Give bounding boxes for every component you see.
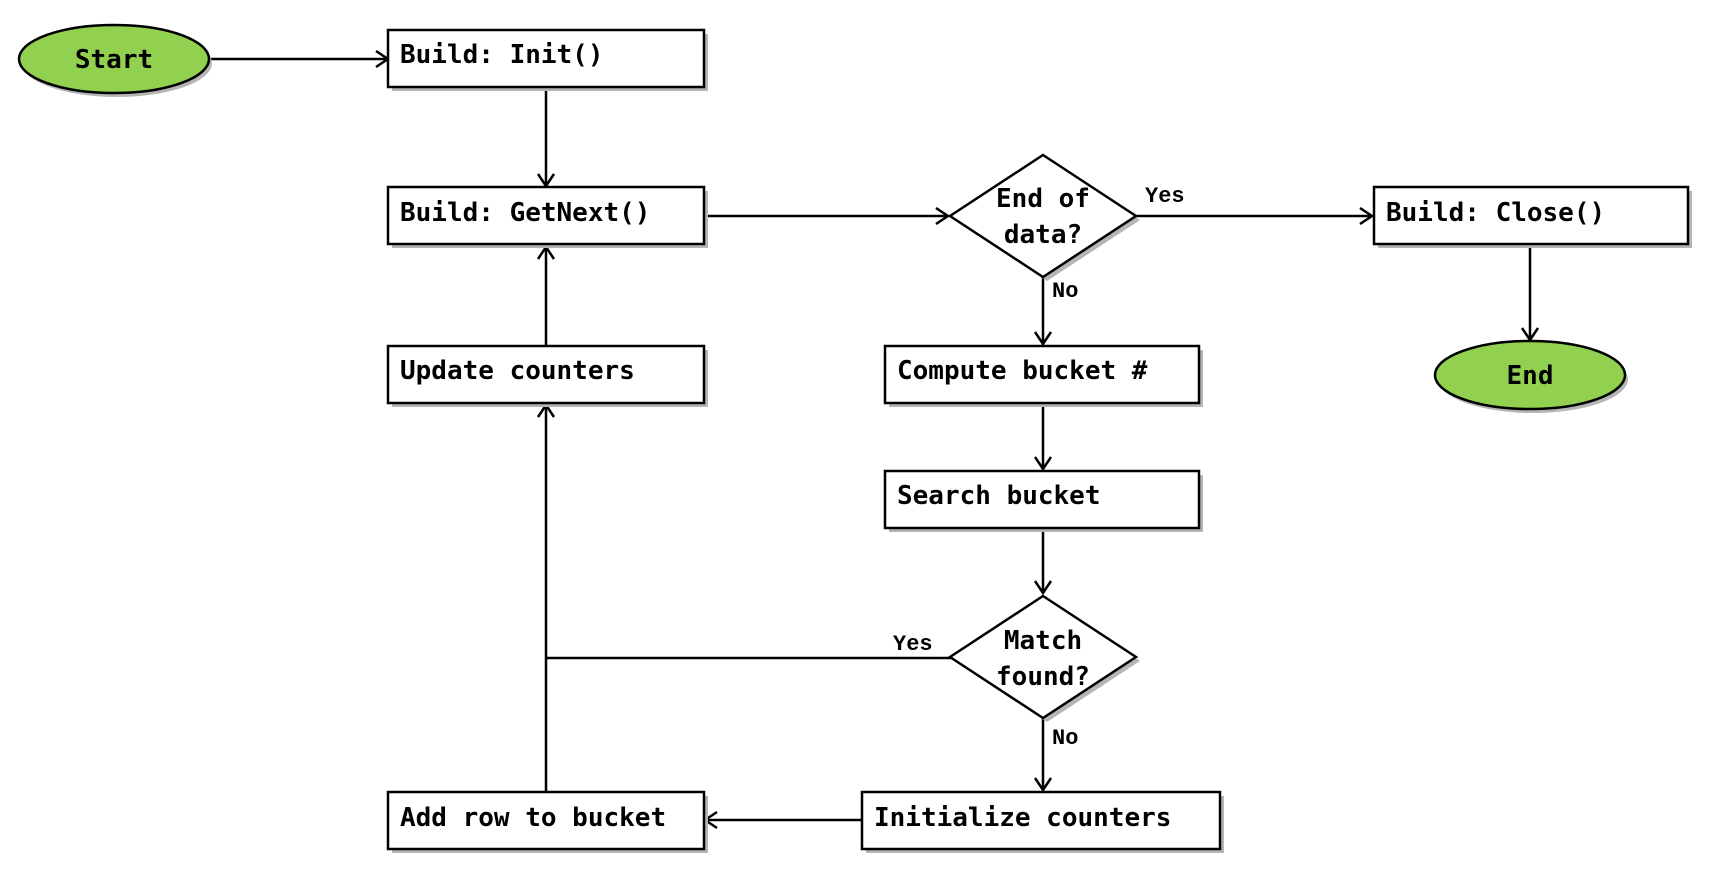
edge-getnext-to-end-of-data <box>703 206 951 226</box>
match-found-decision: Match found? <box>947 594 1140 722</box>
match-found-label-line2: found? <box>996 662 1090 692</box>
update-counters-box: Update counters <box>386 344 708 407</box>
edge-match-no-to-init-counters <box>1033 719 1053 793</box>
end-label: End <box>1507 361 1554 391</box>
edge-start-to-init <box>210 49 391 69</box>
search-bucket-label: Search bucket <box>897 481 1101 511</box>
init-counters-box: Initialize counters <box>860 790 1224 853</box>
match-found-label-line1: Match <box>1004 626 1082 656</box>
edge-label-eod-yes: Yes <box>1145 184 1185 209</box>
start-label: Start <box>75 45 153 75</box>
edge-label-match-yes: Yes <box>893 632 933 657</box>
add-row-label: Add row to bucket <box>400 803 666 833</box>
edge-end-of-data-no-to-compute <box>1033 277 1053 347</box>
edge-label-match-no: No <box>1052 726 1078 751</box>
edge-close-to-end <box>1520 245 1540 343</box>
compute-bucket-box: Compute bucket # <box>883 344 1203 407</box>
getnext-box: Build: GetNext() <box>386 185 708 248</box>
edge-init-counters-to-add-row <box>702 810 862 830</box>
compute-bucket-label: Compute bucket # <box>897 356 1148 386</box>
add-row-box: Add row to bucket <box>386 790 708 853</box>
edge-search-to-match <box>1033 527 1053 596</box>
update-counters-label: Update counters <box>400 356 635 386</box>
start-terminal: Start <box>17 23 212 97</box>
end-of-data-label-line1: End of <box>996 184 1090 214</box>
end-of-data-decision: End of data? <box>947 153 1140 281</box>
close-box: Build: Close() <box>1372 185 1692 248</box>
edge-add-row-to-update <box>536 402 556 792</box>
close-label: Build: Close() <box>1386 198 1605 228</box>
edges <box>210 49 1540 830</box>
init-box: Build: Init() <box>386 28 708 91</box>
init-label: Build: Init() <box>400 40 604 70</box>
init-counters-label: Initialize counters <box>874 803 1171 833</box>
end-of-data-label-line2: data? <box>1004 220 1082 250</box>
edge-init-to-getnext <box>536 87 556 189</box>
getnext-label: Build: GetNext() <box>400 198 650 228</box>
edge-label-eod-no: No <box>1052 279 1078 304</box>
edge-end-of-data-yes-to-close <box>1134 206 1375 226</box>
edge-update-to-getnext <box>536 244 556 345</box>
end-terminal: End <box>1433 339 1628 413</box>
edge-compute-to-search <box>1033 403 1053 472</box>
search-bucket-box: Search bucket <box>883 469 1203 532</box>
